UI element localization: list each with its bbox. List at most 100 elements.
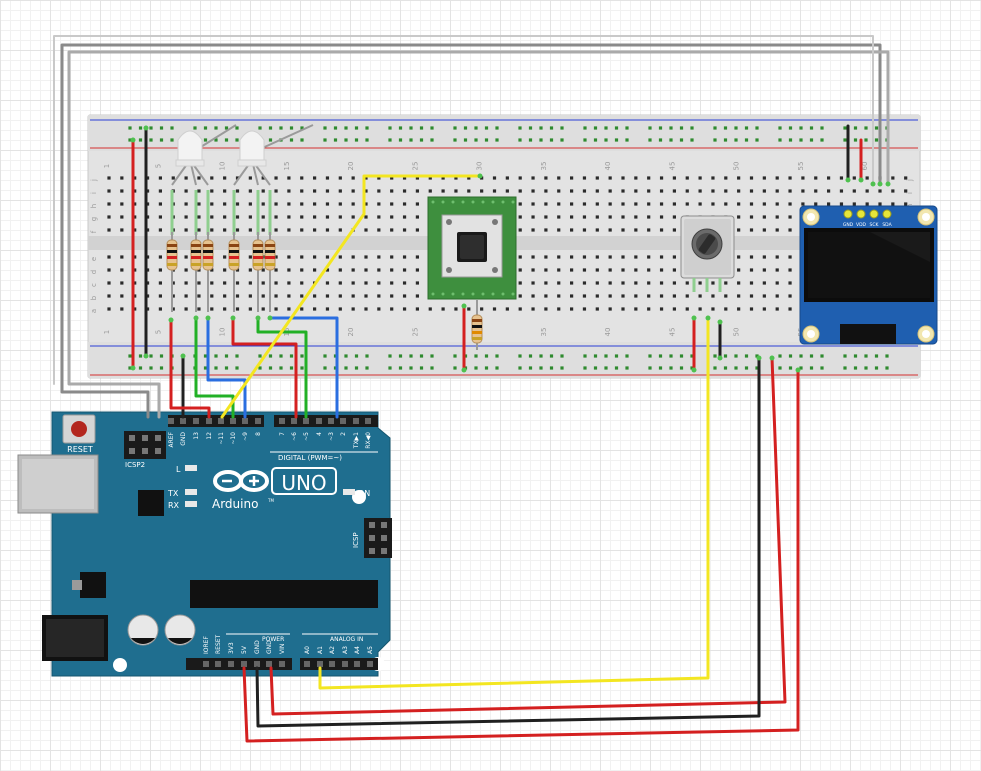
breadboard-hole [338,307,342,311]
rail-hole [679,138,684,142]
rail-hole [354,354,359,358]
power-pin[interactable] [215,661,221,667]
breadboard-hole [865,189,869,193]
digital-pin[interactable] [255,418,261,424]
analog-pin[interactable] [317,661,323,667]
breadboard-hole [235,281,240,285]
digital-pin-label: 8 [255,432,262,436]
power-pin[interactable] [241,661,247,667]
push-button[interactable] [427,196,517,300]
analog-pin[interactable] [354,661,360,667]
breadboard-hole [737,268,741,272]
breadboard-hole [634,215,638,219]
logo-text: Arduino [212,497,258,511]
wire-red-5v-rail [269,356,787,716]
breadboard-hole [634,255,638,259]
digital-pin[interactable] [353,418,359,424]
analog-pin[interactable] [329,661,335,667]
rail-hole [658,138,663,142]
digital-pin[interactable] [180,418,186,424]
breadboard-hole [595,268,599,272]
digital-pin[interactable] [291,418,297,424]
rail-hole [430,126,434,130]
breadboard-hole [133,176,137,180]
power-label: POWER [262,636,284,643]
rail-hole [159,366,164,370]
digital-header-right [274,415,378,427]
breadboard-hole [698,176,702,180]
breadboard-hole [454,176,458,180]
power-pin[interactable] [279,661,285,667]
digital-pin[interactable] [303,418,309,424]
breadboard-hole [107,215,111,219]
analog-pin[interactable] [342,661,348,667]
row-letter: g [90,217,98,221]
digital-pin[interactable] [316,418,322,424]
wire-endpoint [858,177,864,183]
power-pin-label: VIN [279,644,286,654]
digital-pin[interactable] [340,418,346,424]
breadboard-hole [827,202,831,206]
breadboard-hole [698,202,702,206]
rail-hole [593,366,598,370]
breadboard-hole [788,281,792,285]
breadboard-hole [223,255,227,259]
column-number: 15 [283,162,291,171]
digital-pin[interactable] [365,418,371,424]
reset-button-cap[interactable] [71,421,87,437]
digital-pin[interactable] [230,418,236,424]
reset-label: RESET [67,445,93,454]
rail-hole [419,366,424,370]
digital-pin[interactable] [168,418,174,424]
breadboard-hole [634,202,638,206]
digital-pin[interactable] [218,418,224,424]
digital-pin[interactable] [328,418,334,424]
rail-hole [333,126,338,130]
breadboard-hole [608,268,612,272]
breadboard-hole [557,255,561,259]
rail-hole [864,126,868,130]
breadboard-hole [145,228,150,232]
rail-hole [235,138,239,142]
rail-hole [788,354,793,358]
wire-endpoint [168,317,174,323]
breadboard-hole [338,215,342,219]
digital-pin[interactable] [242,418,248,424]
wire-endpoint [717,355,723,361]
power-pin-label: GND [266,640,273,654]
power-pin[interactable] [266,661,272,667]
digital-pin[interactable] [206,418,212,424]
rail-hole [453,138,457,142]
breadboard-hole [223,307,227,311]
rail-hole [388,354,392,358]
breadboard-hole [839,189,844,193]
analog-pin[interactable] [304,661,310,667]
column-number: 55 [797,162,805,171]
power-pin[interactable] [228,661,234,667]
power-pin[interactable] [203,661,209,667]
breadboard-hole [891,202,895,206]
breadboard-hole [300,228,304,232]
breadboard-hole [762,255,766,259]
rail-hole [799,126,803,130]
led-l-label: L [176,465,181,474]
digital-pin[interactable] [279,418,285,424]
breadboard-hole [402,294,407,298]
rail-hole [679,366,684,370]
potentiometer[interactable] [680,215,735,279]
digital-pin[interactable] [193,418,199,424]
power-pin-label: 5V [241,645,248,654]
breadboard-hole [749,307,754,311]
breadboard-hole [647,228,651,232]
power-pin[interactable] [254,661,260,667]
wire-endpoint [143,125,149,131]
breadboard-hole [325,228,330,232]
breadboard-hole [557,294,561,298]
column-number: 35 [540,328,548,337]
analog-pin[interactable] [367,661,373,667]
breadboard-hole [325,307,330,311]
breadboard-hole [659,228,664,232]
rail-hole [388,138,392,142]
breadboard-hole [582,176,587,180]
breadboard-hole [377,228,381,232]
